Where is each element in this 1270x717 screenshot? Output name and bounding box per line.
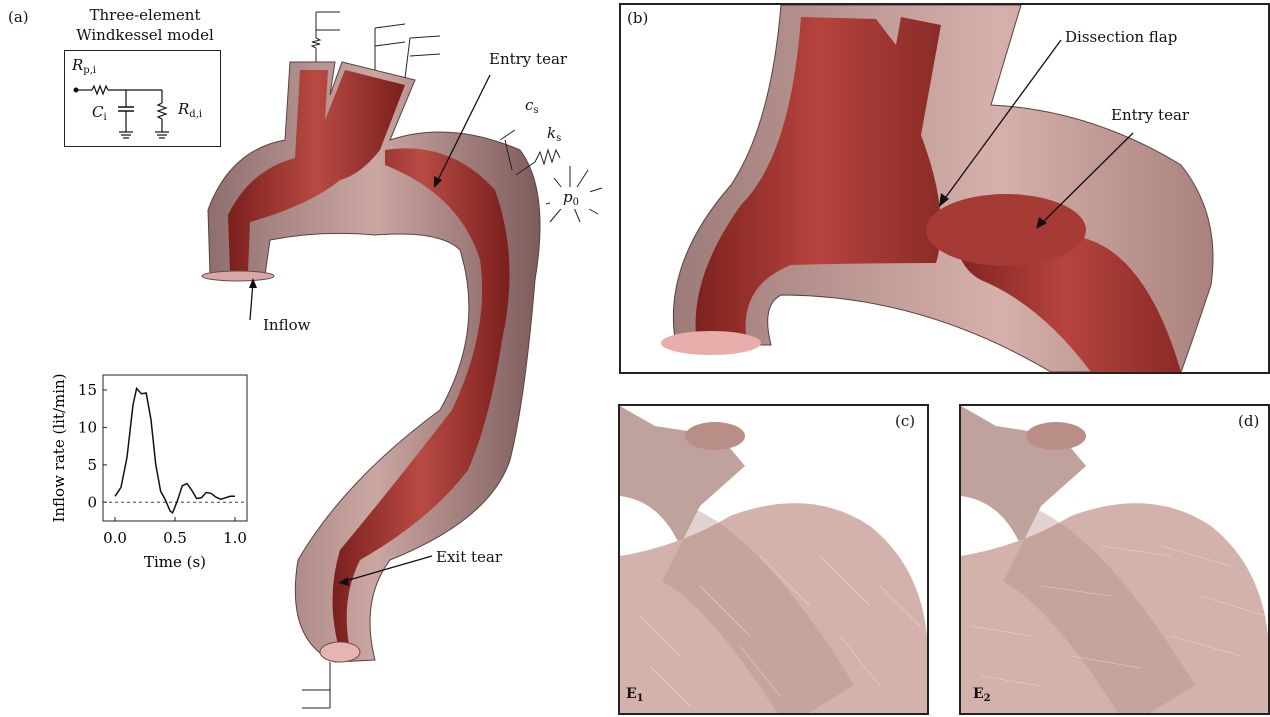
aorta-model-illustration <box>190 0 620 717</box>
wall-fiber-field-e1 <box>620 406 927 713</box>
aorta-closeup-illustration <box>621 5 1268 372</box>
ks-label: ks <box>547 124 561 144</box>
p0-label: p0 <box>563 188 579 208</box>
x-tick-label: 0.5 <box>163 529 187 547</box>
dissection-flap-label: Dissection flap <box>1065 28 1177 46</box>
panel-label-a: (a) <box>8 8 29 26</box>
inflow-series-line <box>115 389 235 513</box>
rp-label: Rp,i <box>72 56 96 76</box>
entry-tear-label-b: Entry tear <box>1111 106 1189 124</box>
chart-frame <box>103 375 247 521</box>
cs-label: cs <box>525 96 539 116</box>
y-tick-label: 10 <box>78 418 97 436</box>
x-tick-label: 1.0 <box>223 529 247 547</box>
c-label: Ci <box>92 103 107 123</box>
chart-y-axis-label: Inflow rate (lit/min) <box>50 373 68 522</box>
x-tick-label: 0.0 <box>103 529 127 547</box>
panel-label-d: (d) <box>1238 412 1259 430</box>
y-tick-label: 0 <box>87 493 97 511</box>
wall-fiber-field-e2 <box>961 406 1268 713</box>
inflow-label: Inflow <box>263 316 310 334</box>
exit-tear-label: Exit tear <box>436 548 502 566</box>
panel-label-c: (c) <box>895 412 915 430</box>
entry-tear-label-a: Entry tear <box>489 50 567 68</box>
inflow-rate-chart: 0 5 10 15 0.0 0.5 1.0 Time (s) Inflow rate (l… <box>50 360 270 580</box>
chart-x-axis-label: Time (s) <box>144 553 206 571</box>
y-tick-label: 15 <box>78 381 97 399</box>
fiber-set-label-e1: E1 <box>626 686 644 704</box>
y-tick-label: 5 <box>87 456 97 474</box>
fiber-set-label-e2: E2 <box>973 686 991 704</box>
